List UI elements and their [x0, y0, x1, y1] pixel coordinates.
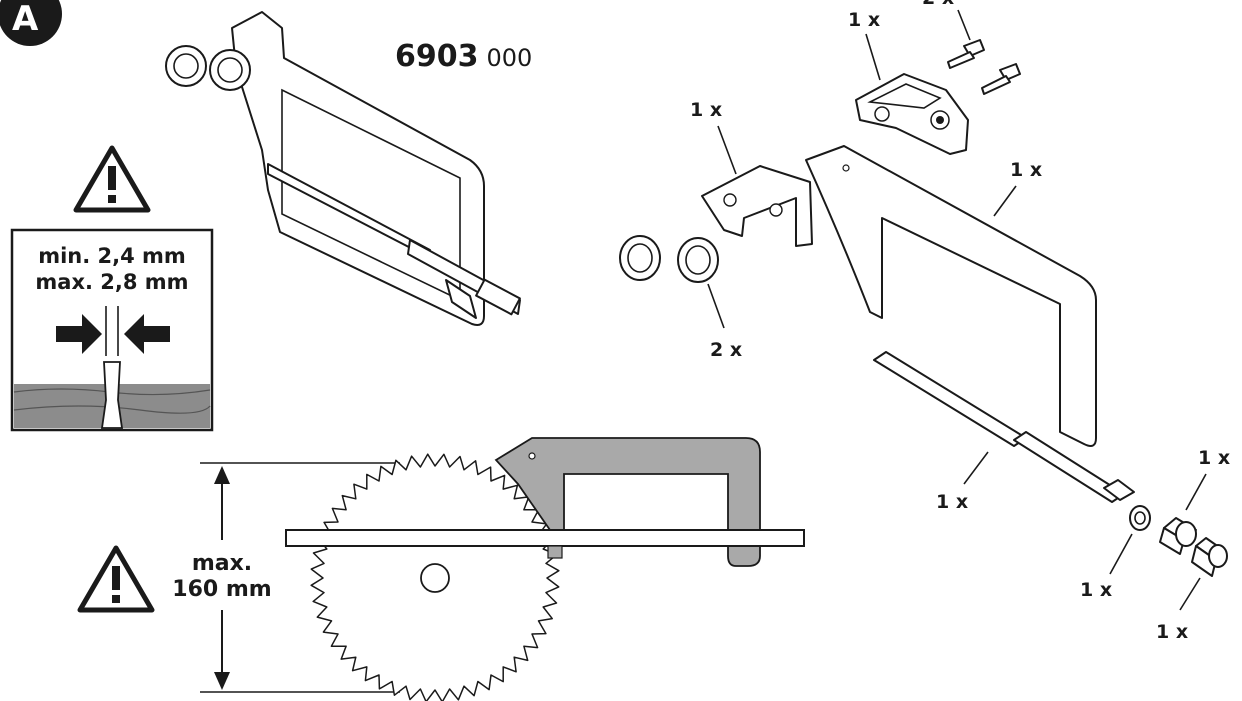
riving-knife [805, 145, 1097, 447]
qty-mount-plate: 1 x [690, 99, 722, 121]
washer [1129, 505, 1151, 531]
qty-bushings: 2 x [710, 339, 742, 361]
assembled-guard [165, 11, 521, 326]
qty-top-bracket: 1 x [848, 9, 880, 31]
bushings [619, 235, 719, 283]
rod [873, 351, 1135, 503]
step-marker-letter: A [12, 0, 39, 39]
depth-label-line2: 160 mm [172, 577, 271, 602]
saw-table [285, 529, 805, 547]
product-number-suffix: 000 [487, 44, 533, 72]
saw-blade [310, 453, 560, 701]
product-number-main: 6903 [395, 39, 479, 74]
bolts [947, 39, 1021, 95]
qty-bolts: 2 x [922, 0, 954, 9]
blade-thickness-box: min. 2,4 mm max. 2,8 mm [10, 228, 214, 432]
depth-label-line1: max. [192, 551, 252, 576]
spec-min: min. 2,4 mm [38, 244, 186, 268]
top-bracket [855, 73, 969, 155]
sleeve-small [1191, 537, 1228, 577]
qty-rod: 1 x [936, 491, 968, 513]
step-marker: A [0, 0, 62, 46]
qty-riving-knife: 1 x [1010, 159, 1042, 181]
spec-max: max. 2,8 mm [35, 270, 188, 294]
arrow-left-icon [124, 314, 170, 354]
warning-icon-blade-thickness [73, 145, 151, 213]
mount-plate [701, 165, 813, 247]
sleeve [1159, 517, 1197, 555]
depth-dimension: max. 160 mm [172, 462, 400, 693]
qty-sleeve: 1 x [1198, 447, 1230, 469]
warning-icon-cutting-depth [77, 545, 155, 613]
qty-sleeve-small: 1 x [1156, 621, 1188, 643]
product-number: 6903 000 [395, 39, 532, 74]
installed-guard [494, 437, 761, 567]
qty-washer: 1 x [1080, 579, 1112, 601]
arrow-right-icon [56, 314, 102, 354]
